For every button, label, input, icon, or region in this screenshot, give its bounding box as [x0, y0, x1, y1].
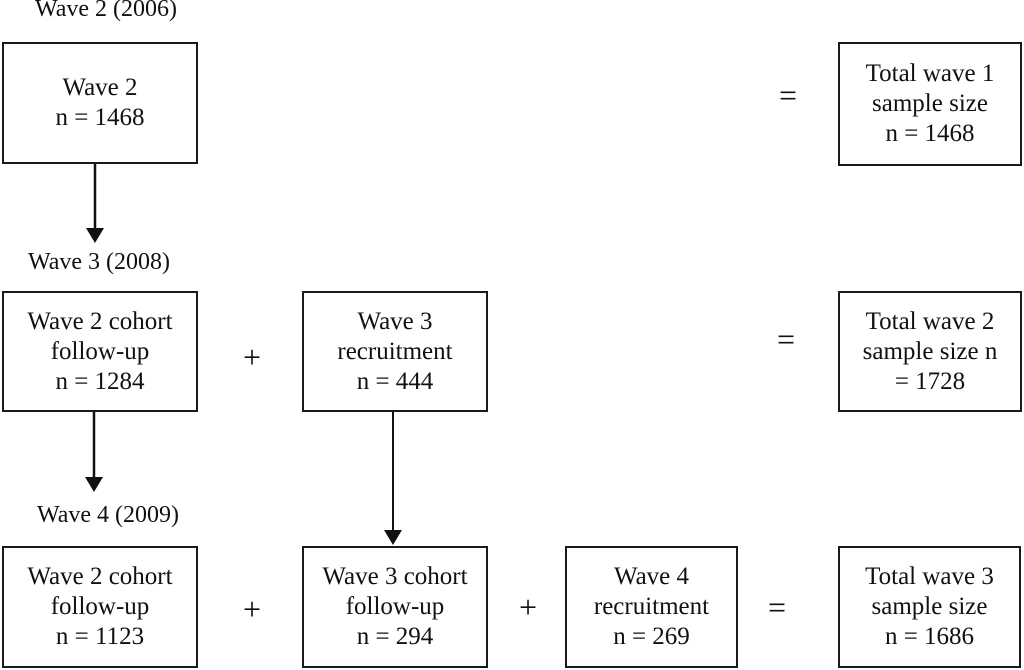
equals-sign-row3: = — [767, 589, 787, 625]
box-line: Wave 2 cohort — [27, 307, 173, 335]
box-line: Wave 4 — [613, 563, 690, 590]
box-line: follow-up — [50, 337, 150, 365]
box-line: n = 1284 — [55, 367, 145, 395]
box-line: recruitment — [593, 593, 710, 620]
box-line: sample size — [871, 593, 988, 620]
box-total-wave2: Total wave 2 sample size n = 1728 — [838, 291, 1022, 412]
box-line: n = 444 — [356, 367, 434, 395]
arrow-wave3-to-wave4 — [85, 412, 103, 492]
box-line: = 1728 — [894, 367, 966, 395]
box-line: n = 269 — [613, 623, 690, 650]
arrow-wave2-to-wave3 — [86, 164, 104, 243]
plus-sign-row3-left: + — [242, 591, 262, 627]
box-line: n = 1468 — [885, 120, 975, 147]
box-line: follow-up — [50, 593, 150, 620]
arrow-wave3recruit-to-wave3followup — [384, 412, 402, 545]
plus-sign-row3-right: + — [518, 589, 538, 625]
equals-sign-row2: = — [776, 321, 796, 357]
box-line: Wave 2 — [62, 74, 138, 101]
box-line: Wave 2 cohort — [27, 563, 173, 590]
box-line: n = 1468 — [55, 104, 145, 131]
box-line: Wave 3 cohort — [322, 563, 468, 590]
box-line: Total wave 2 — [865, 307, 995, 335]
box-line: n = 1686 — [884, 623, 975, 650]
box-wave4-recruitment: Wave 4 recruitment n = 269 — [565, 546, 738, 668]
box-wave2: Wave 2 n = 1468 — [2, 42, 198, 164]
box-total-wave3: Total wave 3 sample size n = 1686 — [838, 546, 1021, 668]
box-wave3-cohort-followup: Wave 3 cohort follow-up n = 294 — [302, 546, 488, 668]
box-line: recruitment — [337, 337, 453, 365]
equals-sign-row1: = — [778, 77, 798, 113]
box-line: Wave 3 — [357, 307, 433, 335]
box-line: sample size n — [862, 337, 998, 365]
box-wave3-recruitment: Wave 3 recruitment n = 444 — [302, 291, 488, 412]
stage-label-wave3: Wave 3 (2008) — [28, 249, 171, 275]
box-line: Total wave 1 — [865, 60, 995, 87]
box-line: n = 1123 — [55, 623, 145, 650]
box-line: sample size — [872, 90, 988, 117]
box-wave2-cohort-followup-r2: Wave 2 cohort follow-up n = 1284 — [2, 291, 198, 412]
box-line: Total wave 3 — [865, 563, 994, 590]
plus-sign-row2: + — [242, 339, 262, 375]
stage-label-wave2: Wave 2 (2006) — [35, 0, 178, 22]
box-line: n = 294 — [356, 623, 434, 650]
box-line: follow-up — [345, 593, 445, 620]
box-wave2-cohort-followup-r3: Wave 2 cohort follow-up n = 1123 — [2, 546, 198, 668]
box-total-wave1: Total wave 1 sample size n = 1468 — [838, 42, 1022, 166]
stage-label-wave4: Wave 4 (2009) — [37, 502, 180, 528]
